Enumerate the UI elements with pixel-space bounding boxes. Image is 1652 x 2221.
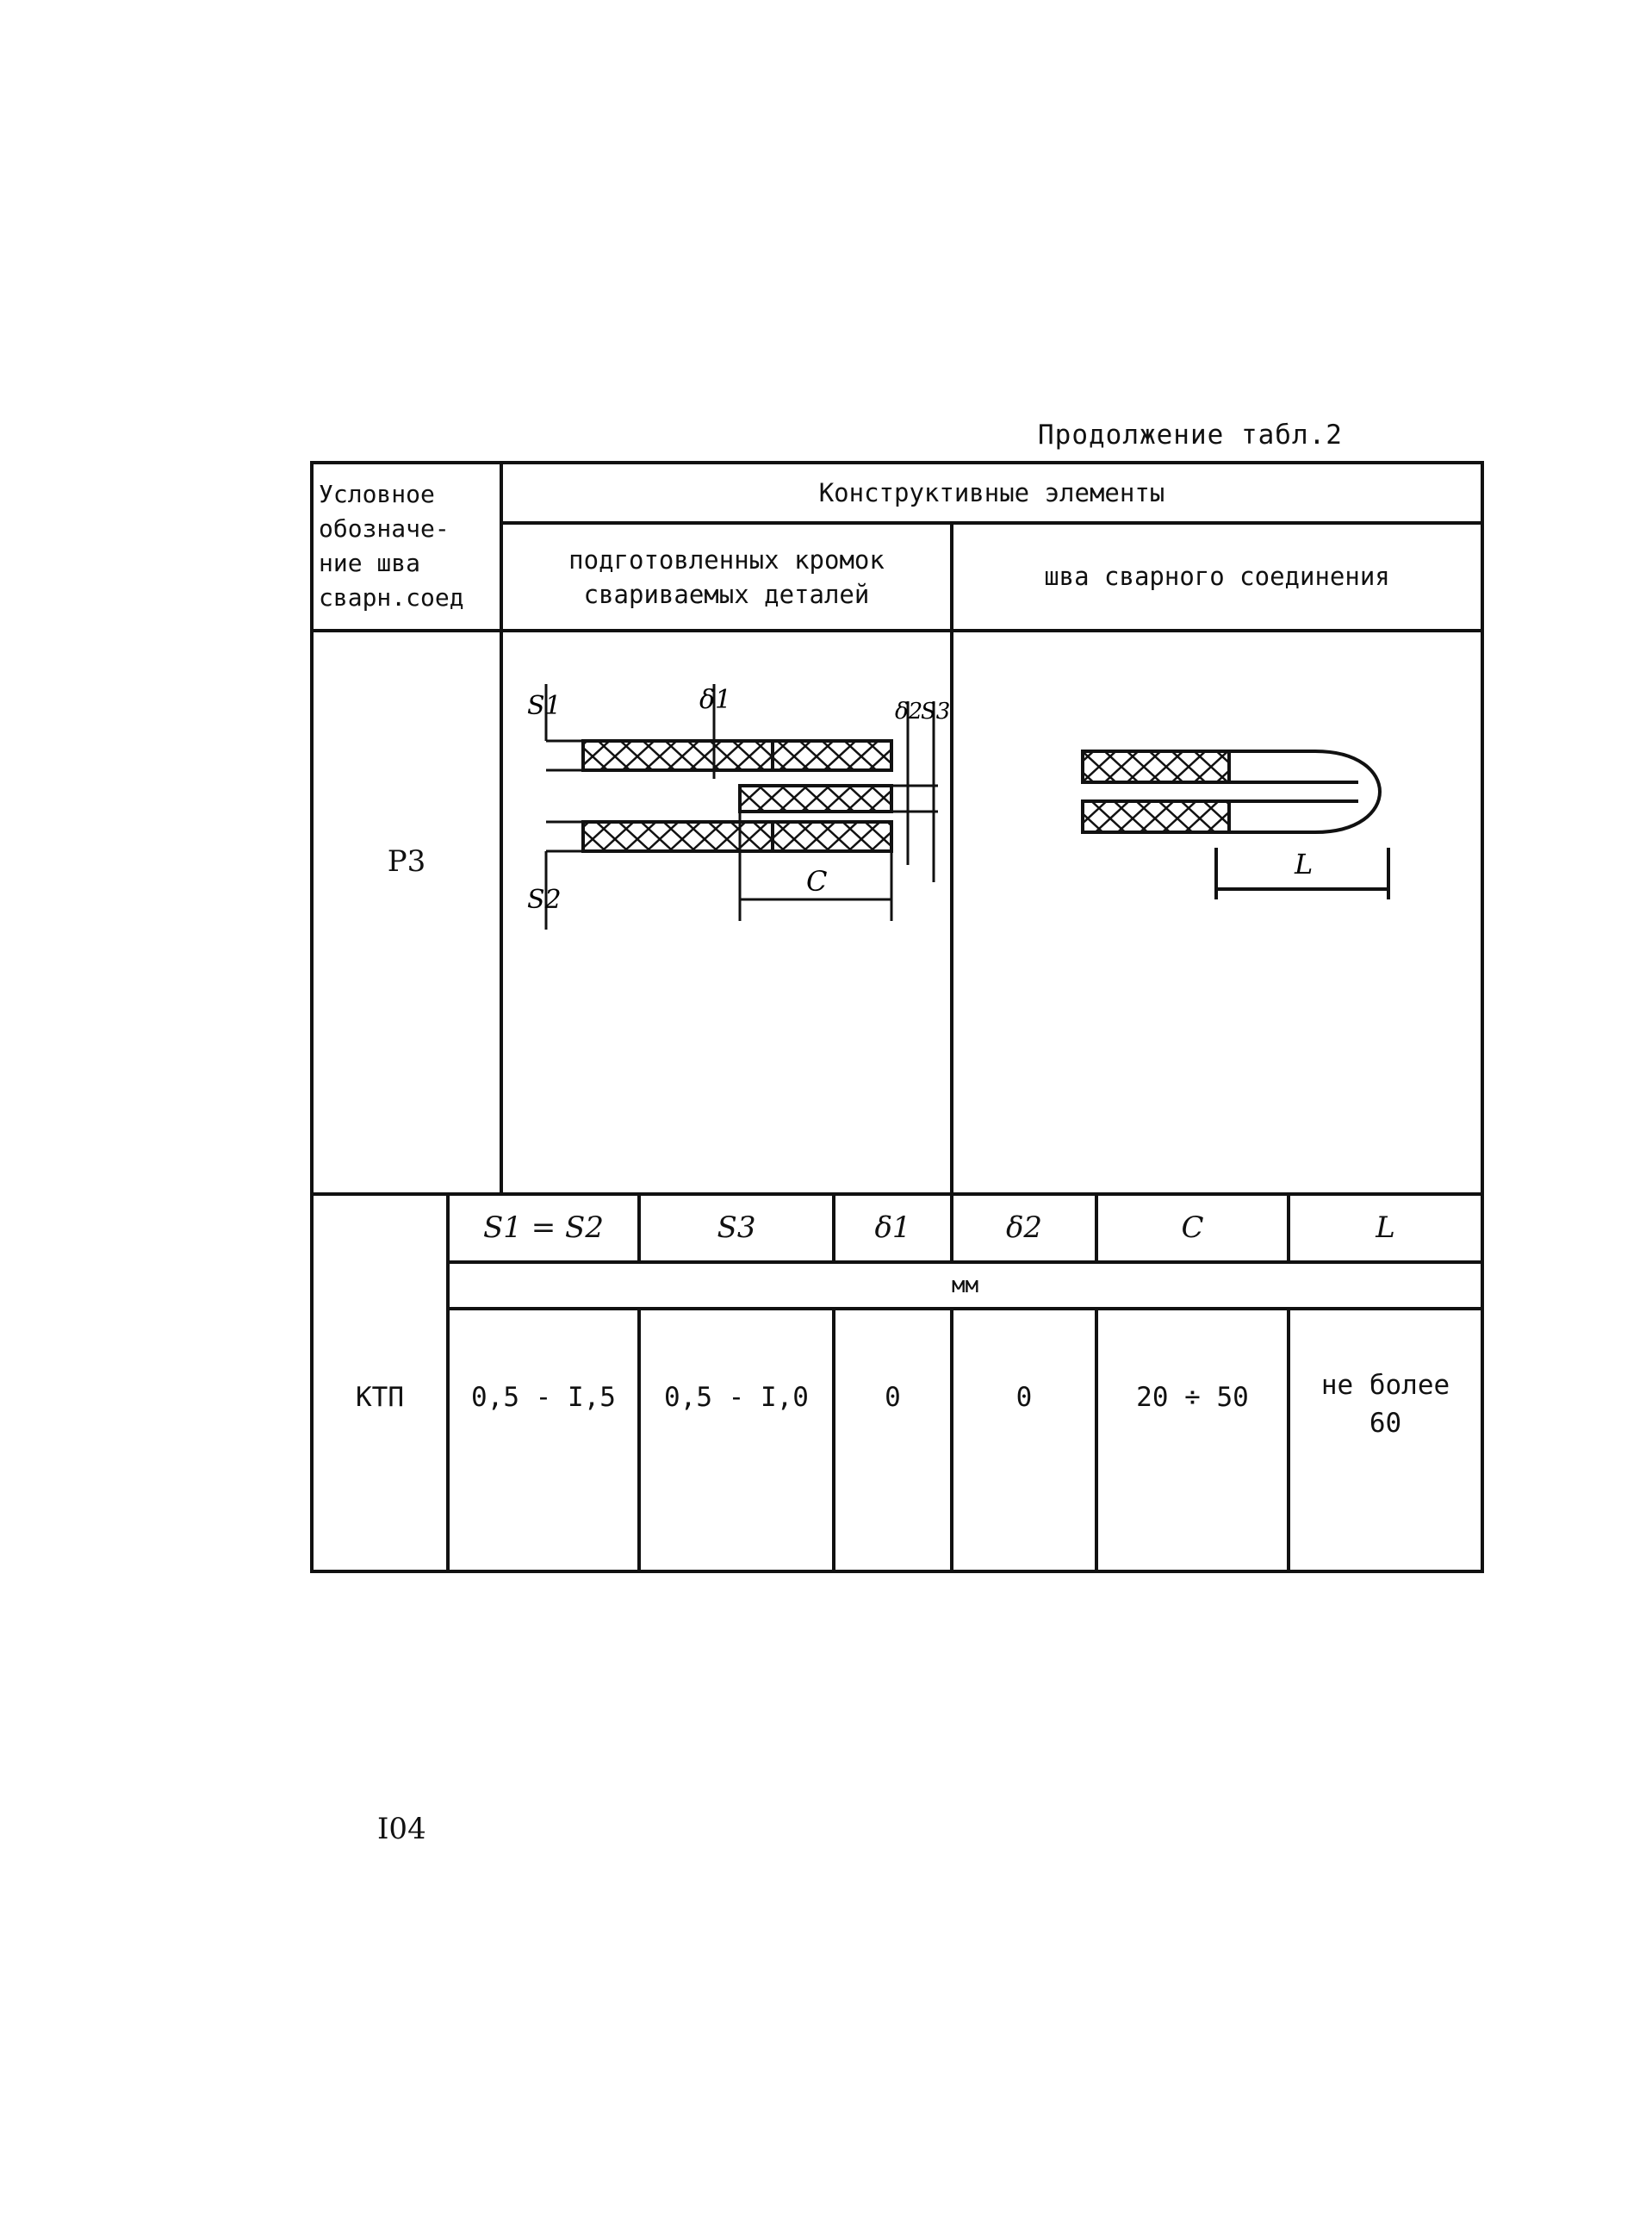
upper-plate [581,739,774,772]
welded-plates [1081,750,1231,834]
label-c: C [806,865,827,898]
label-s3: S3 [921,699,950,725]
weld-bead [1214,750,1390,899]
header-weld-seam: шва сварного соединения [1044,562,1390,591]
method-code: КТП [356,1382,404,1413]
weld-seam-drawing: L [1081,750,1390,899]
label-s1: S1 [527,691,562,721]
value-c: 20 ÷ 50 [1136,1382,1249,1413]
value-s1-s2: 0,5 - I,5 [471,1382,616,1413]
label-s2: S2 [527,885,562,915]
label-l: L [1294,848,1313,880]
unit-row: мм [951,1272,979,1298]
symbol-s3: S3 [717,1210,756,1245]
label-d1: δ1 [699,685,731,715]
dimension-lines [544,684,938,930]
value-l: не более 60 [1320,1370,1450,1439]
value-d1: 0 [885,1382,901,1413]
lower-plate [581,820,774,853]
label-d2: δ2 [895,699,922,725]
symbol-l: L [1376,1210,1395,1245]
symbol-d2: δ2 [1005,1210,1043,1245]
symbol-s1-s2: S1 = S2 [483,1210,604,1245]
header-prepared-edges: подготовленных кромок свариваемых детале… [568,544,885,609]
value-d2: 0 [1015,1382,1033,1413]
symbol-d1: δ1 [874,1210,911,1245]
header-designation: Условное обозначе- ние шва сварн.соед [319,480,464,612]
symbol-c: C [1181,1210,1204,1245]
joint-code: P3 [387,843,426,879]
lower-plate-ext [771,820,893,853]
middle-plate [738,784,893,813]
header-structural-elements: Конструктивные элементы [818,477,1165,507]
page-number: I04 [377,1812,426,1846]
value-s3: 0,5 - I,0 [664,1382,809,1413]
table-continuation-caption: Продолжение табл.2 [1038,420,1343,451]
prepared-edges-drawing: S1 S2 δ1 δ2 S3 C [527,684,950,930]
upper-plate-ext [771,739,893,772]
